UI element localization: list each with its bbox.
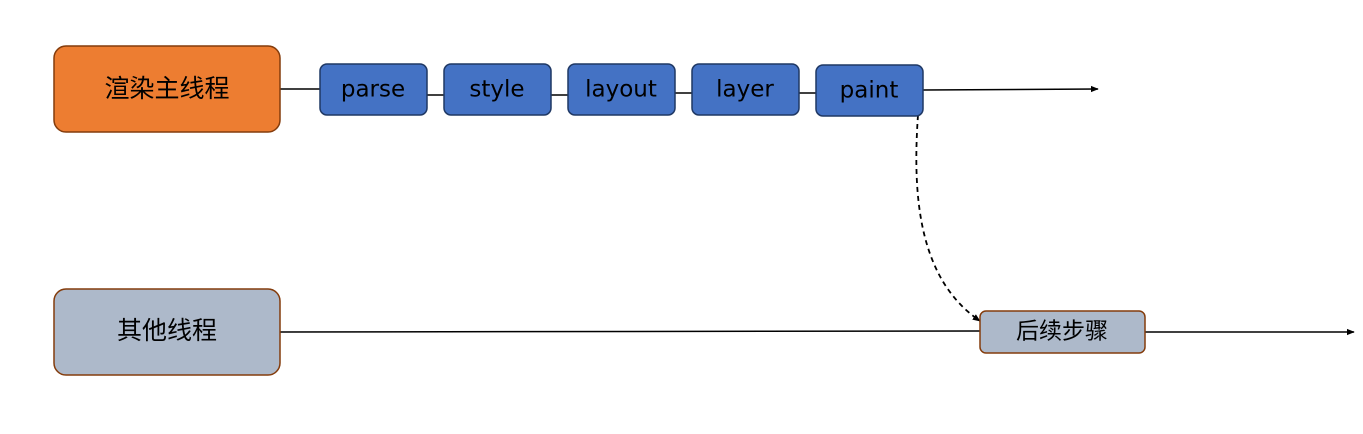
main-thread-box: 渲染主线程 bbox=[53, 45, 281, 133]
subsequent-step-label: 后续步骤 bbox=[1016, 319, 1108, 345]
step-paint: paint bbox=[815, 64, 924, 117]
step-layer-label: layer bbox=[716, 77, 774, 103]
other-thread-box: 其他线程 bbox=[53, 288, 281, 376]
step-layout-label: layout bbox=[585, 77, 657, 103]
other-thread-label: 其他线程 bbox=[117, 316, 217, 345]
step-parse: parse bbox=[319, 63, 428, 116]
main-thread-arrow bbox=[922, 85, 1099, 93]
step-paint-label: paint bbox=[840, 78, 899, 104]
step-layout: layout bbox=[567, 63, 676, 116]
step-layer: layer bbox=[691, 63, 800, 116]
subsequent-step-box: 后续步骤 bbox=[979, 310, 1146, 354]
main-thread-label: 渲染主线程 bbox=[104, 74, 229, 103]
step-parse-label: parse bbox=[341, 77, 405, 103]
step-style-label: style bbox=[469, 77, 524, 103]
other-thread-line bbox=[279, 330, 981, 333]
step-style: style bbox=[443, 63, 552, 116]
dashed-handoff-arrow bbox=[915, 114, 981, 322]
